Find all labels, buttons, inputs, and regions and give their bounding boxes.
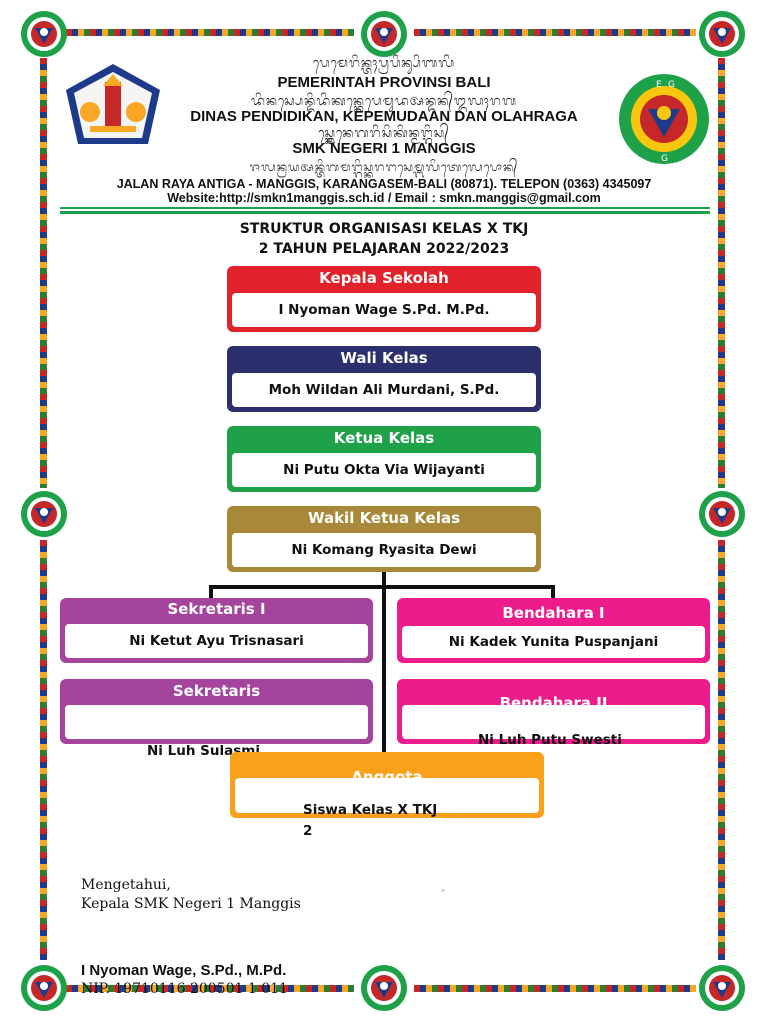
smk-school-logo-icon: E G G [619, 74, 709, 164]
sekretaris-2-role: Sekretaris [172, 682, 261, 700]
letterhead-rule-bottom [60, 211, 710, 214]
wakil-ketua-box: Wakil Ketua Kelas Ni Komang Ryasita Dewi [227, 506, 541, 572]
government-name: PEMERINTAH PROVINSI BALI [277, 74, 491, 91]
anggota-name-line-2: 2 [303, 823, 313, 839]
wali-kelas-name: Moh Wildan Ali Murdani, S.Pd. [232, 373, 536, 407]
letterhead-rule-top [60, 207, 710, 209]
chart-right-drop-line [551, 585, 555, 601]
border-bottom-left-strip [66, 985, 354, 992]
side-medallion-icon [21, 491, 67, 537]
ketua-kelas-role: Ketua Kelas [333, 429, 435, 447]
kepala-sekolah-name: I Nyoman Wage S.Pd. M.Pd. [232, 293, 536, 327]
top-center-medallion-icon [361, 11, 407, 57]
sekretaris-2-box: Sekretaris [60, 679, 373, 744]
wakil-ketua-role: Wakil Ketua Kelas [307, 509, 461, 527]
anggota-name-line-1: Siswa Kelas X TKJ [303, 802, 438, 818]
bottom-center-medallion-icon [361, 965, 407, 1011]
bendahara-1-box: Bendahara I Ni Kadek Yunita Puspanjani [397, 598, 710, 663]
balinese-script-line-4: ᬚᬮᬦ᭄ᬭᬬᬅᬦ᭄ᬢᬶᬕᬫᬗ᭄ᬕᬶᬲ᭄ᬓᬭᬗᬲᬾᬫ᭄ᬩᬮᬶᬢᬾᬮᬾᬧᭀᬦ᭄ [249, 160, 519, 174]
kepala-sekolah-box: Kepala Sekolah I Nyoman Wage S.Pd. M.Pd. [227, 266, 541, 332]
chart-trunk-line [382, 565, 386, 752]
logo-letter-g: G [668, 80, 675, 90]
document-title-line-1: STRUKTUR ORGANISASI KELAS X TKJ [239, 221, 529, 237]
school-contact: Website:http://smkn1manggis.sch.id / Ema… [167, 191, 601, 205]
chart-left-drop-line [209, 585, 213, 601]
wali-kelas-box: Wali Kelas Moh Wildan Ali Murdani, S.Pd. [227, 346, 541, 412]
logo-letter-g-bottom: G [661, 154, 668, 164]
signer-name: I Nyoman Wage, S.Pd., M.Pd. [81, 962, 287, 979]
bendahara-2-body [402, 705, 705, 739]
bendahara-2-name: Ni Luh Putu Swesti [478, 732, 622, 748]
balinese-script-line-1: ᬧᬾᬫᬾᬭᬶᬦ᭄ᬢᬄᬧ᭄ᬭᬧᬶᬦ᭄ᬲᬶᬩᬮᬶ [312, 56, 456, 71]
document-title-line-2: 2 TAHUN PELAJARAN 2022/2023 [258, 241, 510, 257]
signer-nip: NIP. 19710116 200501 1 011 [81, 981, 288, 997]
anggota-box: Anggota [230, 752, 544, 818]
ketua-kelas-box: Ketua Kelas Ni Putu Okta Via Wijayanti [227, 426, 541, 492]
balinese-script-line-3: ᬲ᭄ᬫ᭄ᬓᬾᬦᬾᬕᬭᬶᬲᬶᬓᬶᬦ᭄ᬫᬗ᭄ᬕᬶᬲ᭄ [318, 126, 450, 141]
bendahara-2-box: Bendahara II [397, 679, 710, 744]
ketua-kelas-name: Ni Putu Okta Via Wijayanti [232, 453, 536, 487]
corner-medallion-icon [21, 965, 67, 1011]
anggota-body [235, 778, 539, 813]
corner-medallion-icon [21, 11, 67, 57]
chart-branch-line [209, 585, 555, 589]
school-address: JALAN RAYA ANTIGA - MANGGIS, KARANGASEM-… [116, 177, 652, 191]
bendahara-1-role: Bendahara I [502, 604, 605, 622]
border-top-left-strip [66, 29, 354, 36]
bali-province-emblem-icon [66, 64, 160, 144]
border-left-lower-strip [40, 540, 47, 960]
signer-position: Kepala SMK Negeri 1 Manggis [81, 896, 301, 912]
side-medallion-icon [699, 491, 745, 537]
sekretaris-1-box: Sekretaris I Ni Ketut Ayu Trisnasari [60, 598, 373, 663]
department-name: DINAS PENDIDIKAN, KEPEMUDAAN DAN OLAHRAG… [190, 108, 578, 125]
logo-letter-e: E [656, 80, 662, 90]
wakil-ketua-name: Ni Komang Ryasita Dewi [232, 533, 536, 567]
border-left-upper-strip [40, 58, 47, 488]
corner-medallion-icon [699, 11, 745, 57]
corner-medallion-icon [699, 965, 745, 1011]
wali-kelas-role: Wali Kelas [340, 349, 428, 367]
sekretaris-1-role: Sekretaris I [167, 600, 266, 618]
sekretaris-2-body [65, 705, 368, 739]
school-name: SMK NEGERI 1 MANGGIS [292, 140, 476, 157]
border-bottom-right-strip [414, 985, 696, 992]
sekretaris-1-name: Ni Ketut Ayu Trisnasari [65, 624, 368, 658]
border-top-right-strip [414, 29, 696, 36]
acknowledged-label: Mengetahui, [81, 877, 171, 893]
bendahara-1-name: Ni Kadek Yunita Puspanjani [402, 626, 705, 658]
kepala-sekolah-role: Kepala Sekolah [319, 269, 449, 287]
stray-mark: " [441, 889, 446, 899]
border-right-lower-strip [718, 540, 725, 960]
balinese-script-line-2: ᬤᬶᬦᬲ᭄ᬧᬾᬦ᭄ᬤᬶᬤᬶᬓᬦ᭄ᬓᬾᬧᬾᬫᬸᬤᬅᬦ᭄ᬤᬦ᭄ᬑᬮᬄᬭᬕ [250, 94, 518, 109]
border-right-upper-strip [718, 58, 725, 488]
